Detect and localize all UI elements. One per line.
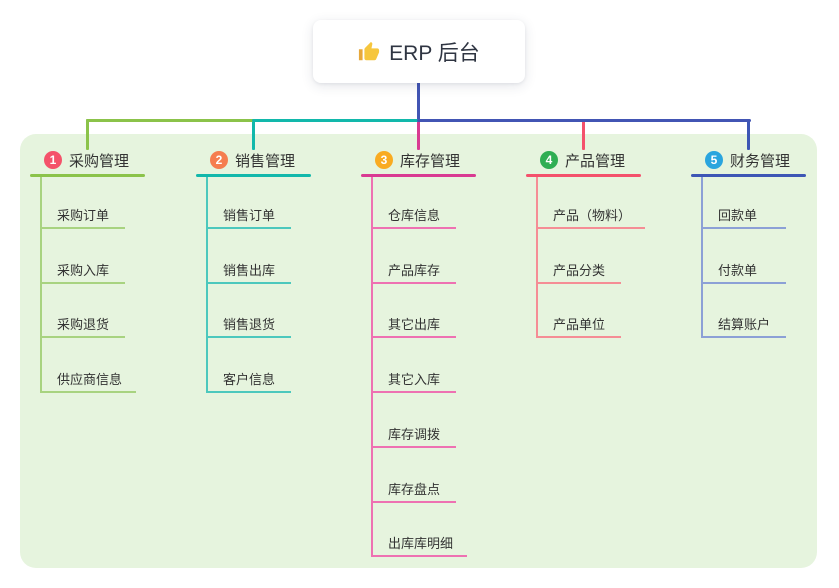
branch-header-4[interactable]: 4 产品管理	[526, 147, 625, 173]
branch-label: 库存管理	[400, 152, 461, 170]
branches-panel	[20, 134, 817, 568]
branch-number-badge: 1	[44, 151, 62, 169]
child-node[interactable]: 产品单位	[536, 316, 621, 338]
branch-label: 财务管理	[730, 152, 791, 170]
branch-connector-line	[252, 119, 255, 150]
branch-number-badge: 3	[375, 151, 393, 169]
branch-underline	[30, 174, 145, 177]
branch-number-badge: 2	[210, 151, 228, 169]
connector-line-branch1	[86, 119, 255, 122]
branch-spine-line	[40, 177, 42, 393]
child-node[interactable]: 供应商信息	[40, 371, 137, 393]
child-node[interactable]: 产品库存	[371, 262, 456, 284]
root-connector-line	[417, 83, 420, 122]
root-node-label: ERP 后台	[389, 41, 480, 65]
branch-header-1[interactable]: 1 采购管理	[30, 147, 129, 173]
branch-label: 产品管理	[565, 152, 626, 170]
root-node[interactable]: ERP 后台	[313, 20, 525, 83]
child-node[interactable]: 库存调拨	[371, 426, 456, 448]
branch-number-badge: 5	[705, 151, 723, 169]
child-node[interactable]: 结算账户	[701, 316, 786, 338]
child-node[interactable]: 销售退货	[206, 316, 291, 338]
branch-connector-line	[86, 119, 89, 150]
connector-line-branch2	[252, 119, 419, 122]
child-node[interactable]: 产品（物料）	[536, 207, 646, 229]
branch-header-5[interactable]: 5 财务管理	[691, 147, 790, 173]
child-node[interactable]: 采购订单	[40, 207, 125, 229]
child-node[interactable]: 采购退货	[40, 316, 125, 338]
branch-connector-line	[747, 119, 750, 150]
branch-spine-line	[536, 177, 538, 338]
branch-spine-line	[206, 177, 208, 393]
child-node[interactable]: 其它出库	[371, 316, 456, 338]
branch-spine-line	[371, 177, 373, 557]
child-node[interactable]: 客户信息	[206, 371, 291, 393]
branch-connector-line	[417, 119, 420, 150]
branch-underline	[196, 174, 311, 177]
branch-underline	[361, 174, 476, 177]
thumbs-up-icon	[358, 41, 380, 63]
branch-underline	[691, 174, 806, 177]
child-node[interactable]: 付款单	[701, 262, 786, 284]
child-node[interactable]: 其它入库	[371, 371, 456, 393]
child-node[interactable]: 销售出库	[206, 262, 291, 284]
branch-label: 采购管理	[69, 152, 130, 170]
branch-label: 销售管理	[235, 152, 296, 170]
child-node[interactable]: 库存盘点	[371, 481, 456, 503]
branch-number-badge: 4	[540, 151, 558, 169]
branch-spine-line	[701, 177, 703, 338]
child-node[interactable]: 销售订单	[206, 207, 291, 229]
branch-header-2[interactable]: 2 销售管理	[196, 147, 295, 173]
child-node[interactable]: 仓库信息	[371, 207, 456, 229]
branch-connector-line	[582, 119, 585, 150]
child-node[interactable]: 回款单	[701, 207, 786, 229]
branch-underline	[526, 174, 641, 177]
connector-line-right	[417, 119, 751, 122]
branch-header-3[interactable]: 3 库存管理	[361, 147, 460, 173]
child-node[interactable]: 采购入库	[40, 262, 125, 284]
child-node[interactable]: 出库库明细	[371, 535, 468, 557]
child-node[interactable]: 产品分类	[536, 262, 621, 284]
